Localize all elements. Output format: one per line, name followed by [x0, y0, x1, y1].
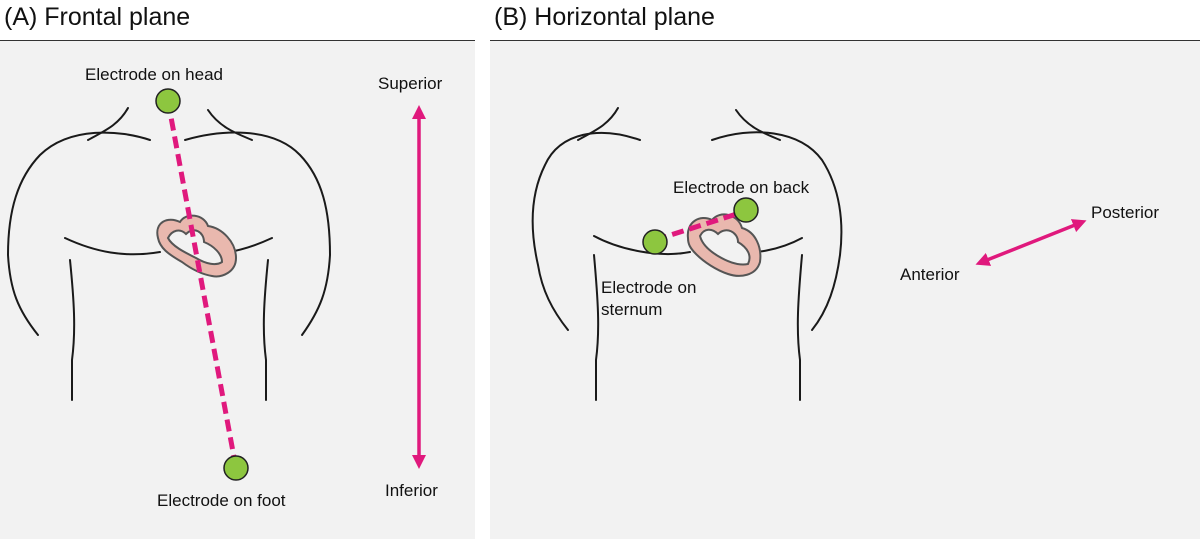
electrode-foot: [223, 455, 249, 481]
axis-label-anterior: Anterior: [900, 265, 960, 284]
panel-background: [490, 40, 1200, 539]
horizontal-plane-figure: [531, 107, 1087, 401]
frontal-plane-figure: [7, 88, 426, 481]
lead-line: [654, 208, 747, 243]
electrode-back: [733, 197, 759, 223]
torso-outline: [531, 107, 843, 401]
axis-label-superior: Superior: [378, 74, 443, 93]
axis-label-inferior: Inferior: [385, 481, 438, 500]
panel-title-horizontal: (B) Horizontal plane: [494, 3, 715, 31]
heart: [686, 213, 762, 277]
electrode-label-back: Electrode on back: [673, 178, 810, 197]
lead-line: [165, 100, 239, 469]
frontal-plane-panel: (A) Frontal plane Electrode on head Elec…: [0, 0, 475, 539]
panel-title-frontal: (A) Frontal plane: [4, 3, 191, 31]
electrode-label-sternum: Electrode on sternum: [601, 278, 697, 319]
electrode-label-foot: Electrode on foot: [157, 491, 286, 510]
horizontal-plane-panel: (B) Horizontal plane Electrode on back E…: [490, 0, 1200, 539]
electrode-sternum: [642, 229, 668, 255]
axis-label-posterior: Posterior: [1091, 203, 1160, 222]
anterior-posterior-arrow: [975, 219, 1087, 266]
electrode-head: [155, 88, 181, 114]
electrode-label-head: Electrode on head: [85, 65, 223, 84]
